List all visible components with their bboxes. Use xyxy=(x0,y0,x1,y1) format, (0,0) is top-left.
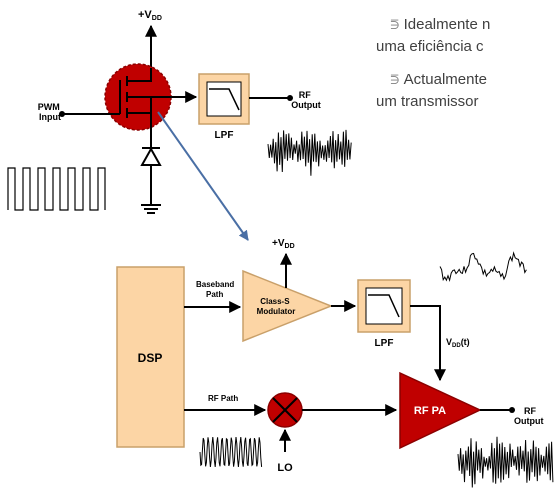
diode-ground xyxy=(140,122,162,214)
rf-pa-label: RF PA xyxy=(414,405,446,417)
rf-path-waveform xyxy=(199,436,263,468)
bullet-marker: ⋽ xyxy=(390,19,400,32)
dsp-block xyxy=(116,266,185,448)
bottom-lpf-curve xyxy=(368,294,400,318)
top-lpf-label: LPF xyxy=(215,130,234,141)
top-rf-output-label: RF Output xyxy=(291,90,321,110)
rf-path-label: RF Path xyxy=(208,394,238,403)
rf-pa-triangle xyxy=(399,371,482,450)
bullet-1-line1: Idealmente n xyxy=(403,16,491,33)
top-circuit: +VDD xyxy=(7,9,352,214)
mosfet-lines xyxy=(62,68,152,122)
bullet-marker: ⋽ xyxy=(390,74,400,87)
pwm-waveform xyxy=(7,167,106,211)
bottom-vdd-label: +VDD xyxy=(272,238,295,250)
bottom-rf-output-node xyxy=(509,407,515,413)
bottom-circuit: DSP Baseband Path Class-S Modulator +VDD xyxy=(116,238,554,488)
vdd-t-wire xyxy=(410,305,441,376)
pwm-input-label: PWM Input xyxy=(38,102,63,122)
lo-label: LO xyxy=(277,462,293,474)
bullet-2: ⋽Actualmente xyxy=(390,71,487,90)
top-lpf-icon xyxy=(206,81,242,117)
bullet-2-line1: Actualmente xyxy=(403,71,487,88)
mixer-cross-2 xyxy=(272,397,298,423)
baseband-path-label: Baseband Path xyxy=(196,280,236,299)
bullet-1-cont: uma eficiência c xyxy=(376,38,484,56)
vdd-t-label: VDD(t) xyxy=(446,337,470,349)
bottom-rf-output-label: RF Output xyxy=(514,406,544,426)
top-rf-waveform xyxy=(267,129,352,176)
envelope-waveform xyxy=(439,251,527,282)
bottom-lpf-icon xyxy=(365,287,403,325)
bullet-1-line2: uma eficiência c xyxy=(376,38,484,55)
zoom-arrow xyxy=(157,111,249,241)
bottom-rf-waveform xyxy=(457,436,554,488)
bottom-lpf-label: LPF xyxy=(375,338,394,349)
bullet-1: ⋽Idealmente n xyxy=(390,16,490,35)
class-s-modulator xyxy=(242,269,334,343)
dsp-label: DSP xyxy=(138,351,163,365)
pwm-input-node xyxy=(59,111,65,117)
top-lpf-curve xyxy=(209,88,240,111)
bullet-2-cont: um transmissor xyxy=(376,93,479,111)
modulator-label: Class-S Modulator xyxy=(257,297,296,316)
top-vdd-label: +VDD xyxy=(138,9,162,22)
top-rf-output-node xyxy=(287,95,293,101)
bullet-2-line2: um transmissor xyxy=(376,93,479,110)
